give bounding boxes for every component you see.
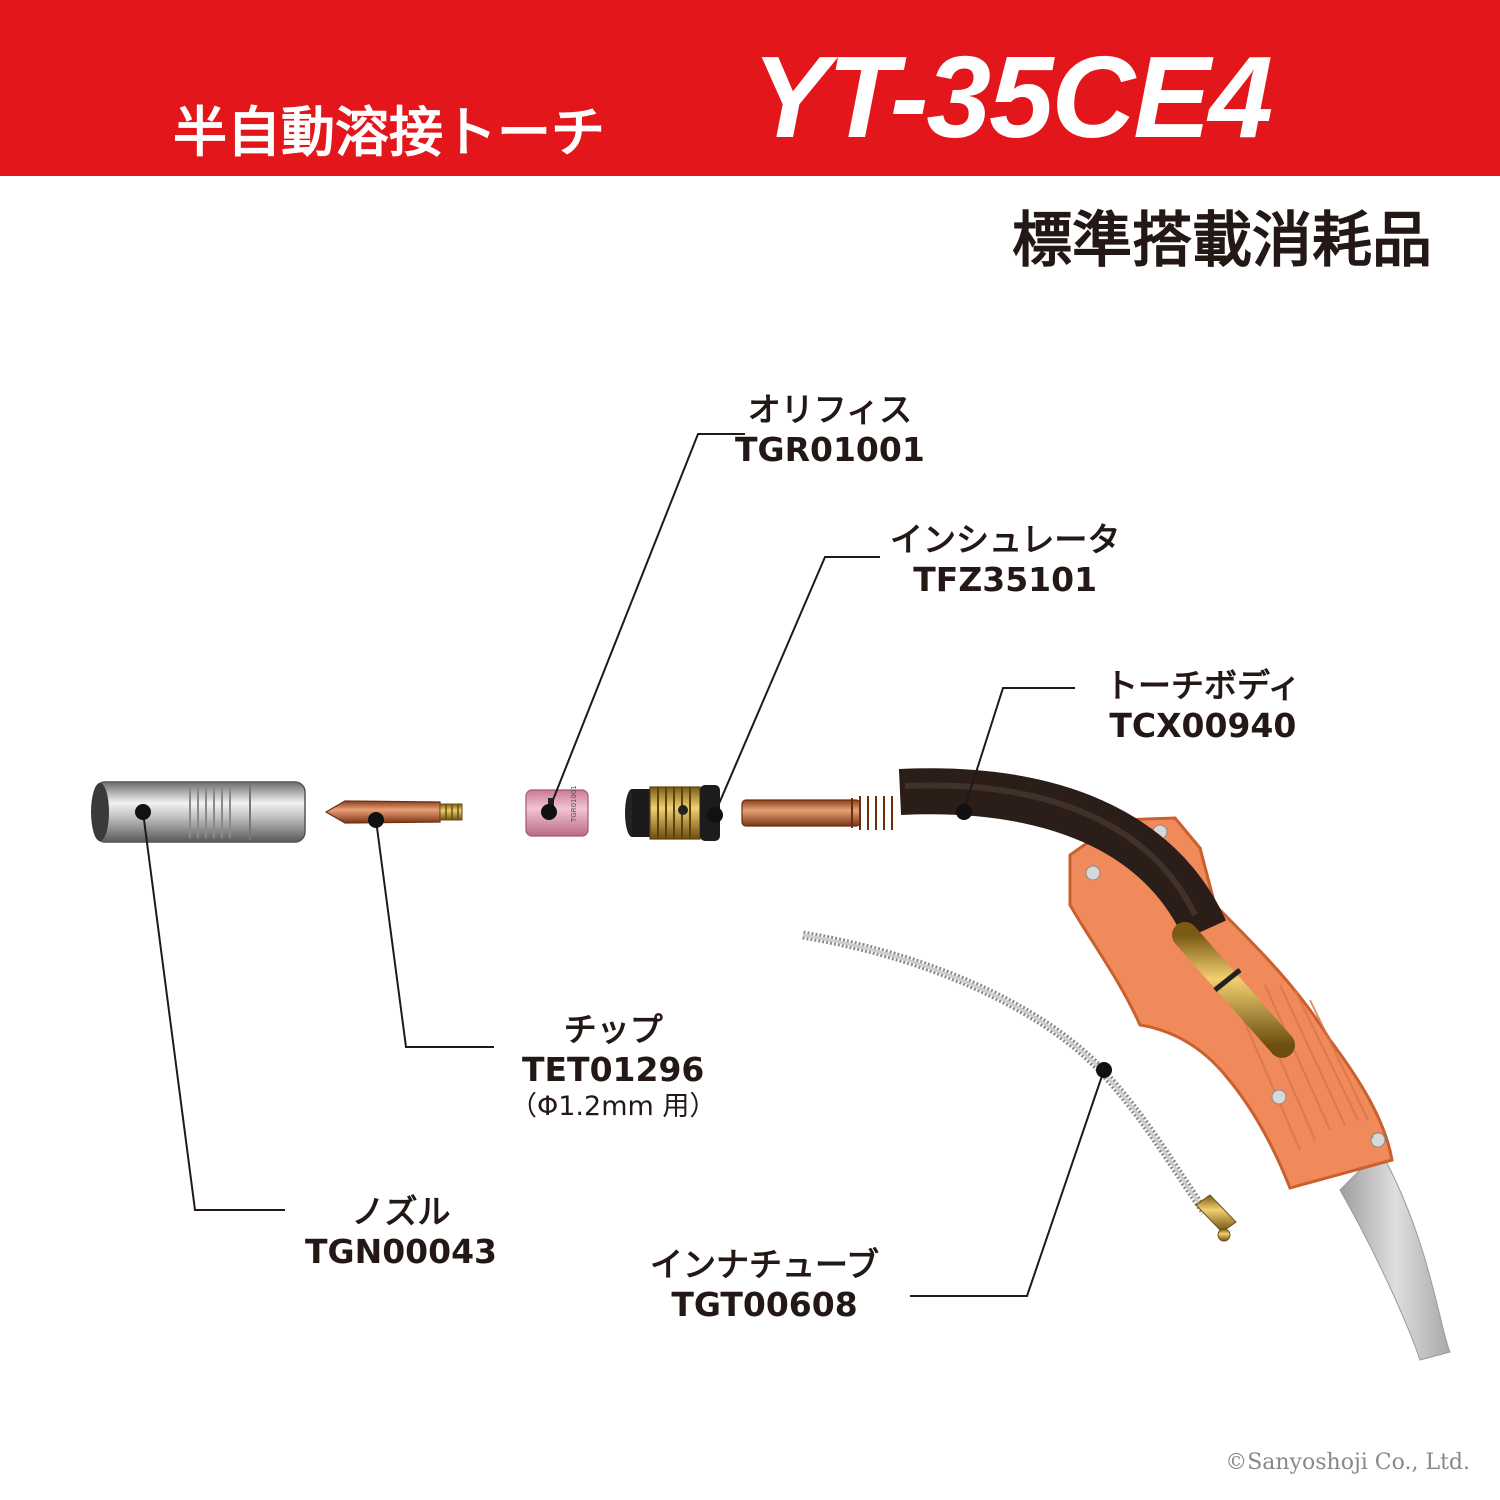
page-subtitle: 標準搭載消耗品 xyxy=(1012,206,1432,276)
label-insulator: インシュレータ TFZ35101 xyxy=(890,520,1120,600)
orifice-code: TGR01001 xyxy=(735,430,925,469)
orifice-part: TGR01001 xyxy=(525,785,589,837)
orifice-leader xyxy=(548,433,745,811)
insulator-code: TFZ35101 xyxy=(913,560,1098,599)
label-torch-body: トーチボディ TCX00940 xyxy=(1105,666,1301,746)
tip-code: TET01296 xyxy=(522,1050,705,1089)
tip-part xyxy=(324,800,463,824)
copyright-text: ©Sanyoshoji Co., Ltd. xyxy=(1225,1450,1470,1475)
inner-tube-name: インナチューブ xyxy=(650,1245,880,1284)
label-tip: チップ TET01296 （Φ1.2mm 用） xyxy=(510,1010,716,1124)
inner-tube-code: TGT00608 xyxy=(671,1285,858,1324)
product-type-title: 半自動溶接トーチ xyxy=(173,101,605,164)
label-orifice: オリフィス TGR01001 xyxy=(735,390,925,470)
insulator-part xyxy=(625,785,720,841)
inner-tube-leader xyxy=(910,1069,1105,1297)
label-inner-tube: インナチューブ TGT00608 xyxy=(650,1245,879,1325)
tip-note: （Φ1.2mm 用） xyxy=(510,1091,717,1122)
tip-name: チップ xyxy=(563,1010,663,1049)
leader-dots xyxy=(135,804,1112,1078)
svg-text:TGR01001: TGR01001 xyxy=(570,785,578,823)
orifice-name: オリフィス xyxy=(747,390,913,429)
model-title: YT-35CE4 xyxy=(752,32,1273,162)
leader-lines xyxy=(142,433,1105,1297)
torch-body-leader xyxy=(963,687,1075,811)
inner-tube-part xyxy=(802,930,1237,1242)
header-banner: 半自動溶接トーチ YT-35CE4 xyxy=(0,0,1500,176)
torch-body-code: TCX00940 xyxy=(1109,706,1297,745)
insulator-leader xyxy=(714,556,880,814)
nozzle-leader xyxy=(142,811,285,1211)
torch-handle xyxy=(1068,816,1451,1361)
torch-body-name: トーチボディ xyxy=(1105,666,1301,705)
tip-leader xyxy=(375,819,494,1048)
insulator-name: インシュレータ xyxy=(890,520,1121,559)
label-nozzle: ノズル TGN00043 xyxy=(305,1192,497,1272)
nozzle-part xyxy=(91,781,306,843)
torch-body-part xyxy=(741,768,1295,1058)
nozzle-name: ノズル xyxy=(351,1192,451,1231)
nozzle-code: TGN00043 xyxy=(305,1232,498,1271)
